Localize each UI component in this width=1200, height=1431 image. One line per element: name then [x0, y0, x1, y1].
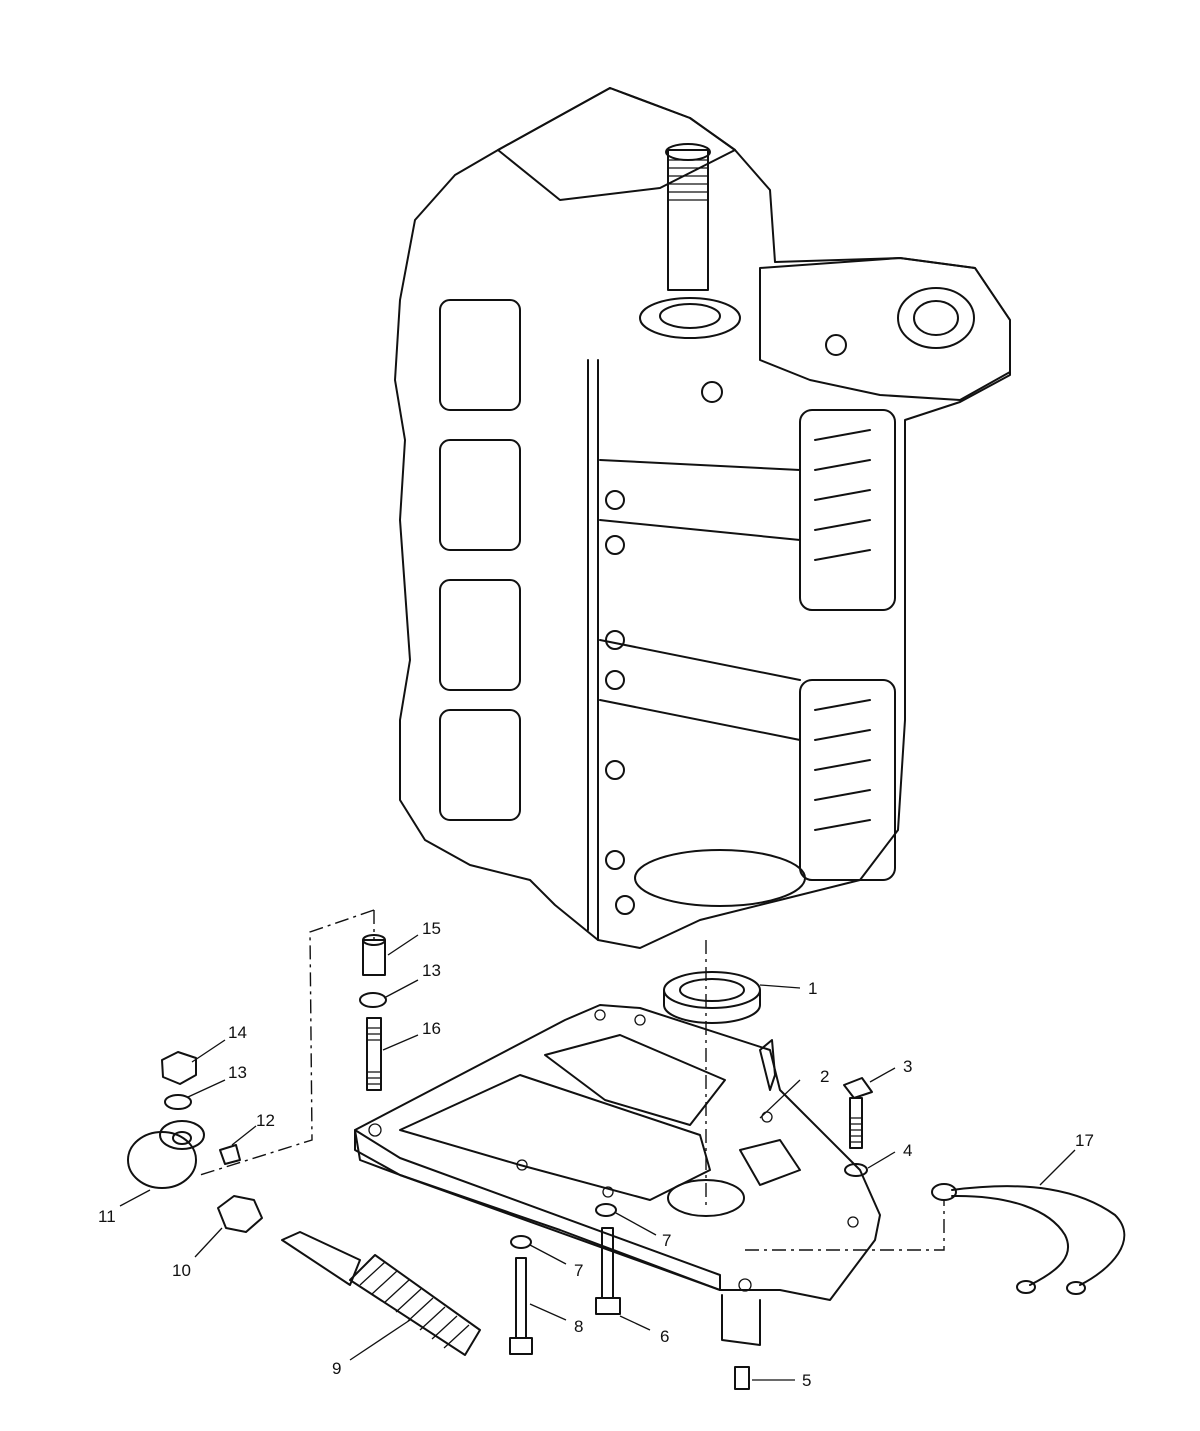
right-exhaust-fins — [599, 409, 896, 881]
callout-labels: 1 2 3 4 5 6 7 7 8 9 10 11 12 13 13 14 15… — [98, 919, 1094, 1390]
bolt-8 — [509, 1257, 533, 1355]
callout-6: 6 — [660, 1327, 669, 1346]
adaptor-plate — [354, 1004, 881, 1346]
callout-4: 4 — [903, 1141, 912, 1160]
callout-12: 12 — [256, 1111, 275, 1130]
fitting-9 — [281, 1231, 481, 1356]
nut-10 — [217, 1195, 263, 1233]
stud-16 — [366, 1017, 382, 1091]
nut-14 — [161, 1051, 197, 1085]
callout-13b: 13 — [228, 1063, 247, 1082]
washer-7a — [510, 1235, 532, 1249]
oil-seal — [663, 971, 761, 1024]
ground-wire-17 — [931, 1183, 1126, 1295]
callout-13a: 13 — [422, 961, 441, 980]
spacer-11 — [127, 1120, 205, 1189]
washer-7b — [595, 1203, 617, 1217]
callout-2: 2 — [820, 1067, 829, 1086]
sleeve-15 — [362, 934, 386, 976]
callout-7a: 7 — [574, 1261, 583, 1280]
callout-8: 8 — [574, 1317, 583, 1336]
callout-16: 16 — [422, 1019, 441, 1038]
callout-17: 17 — [1075, 1131, 1094, 1150]
screw-12 — [219, 1144, 241, 1165]
crankshaft-end — [639, 143, 741, 339]
callout-3: 3 — [903, 1057, 912, 1076]
callout-14: 14 — [228, 1023, 247, 1042]
washer-13a — [359, 992, 387, 1008]
washer-13b — [164, 1094, 192, 1110]
callout-15: 15 — [422, 919, 441, 938]
split-bolt-bosses — [605, 490, 635, 915]
callout-11: 11 — [98, 1207, 116, 1226]
callout-1: 1 — [808, 979, 817, 998]
dowel-pin-5 — [734, 1366, 750, 1390]
assembly-paths — [199, 909, 945, 1251]
bolt-3 — [843, 1077, 873, 1149]
callout-7b: 7 — [662, 1231, 671, 1250]
callout-9: 9 — [332, 1359, 341, 1378]
engine-block — [394, 87, 1011, 949]
leader-lines — [119, 934, 1076, 1381]
bolt-6 — [595, 1227, 621, 1315]
washer-4 — [844, 1163, 868, 1177]
left-cylinder-ports — [439, 299, 521, 821]
callout-10: 10 — [172, 1261, 191, 1280]
callout-5: 5 — [802, 1371, 811, 1390]
